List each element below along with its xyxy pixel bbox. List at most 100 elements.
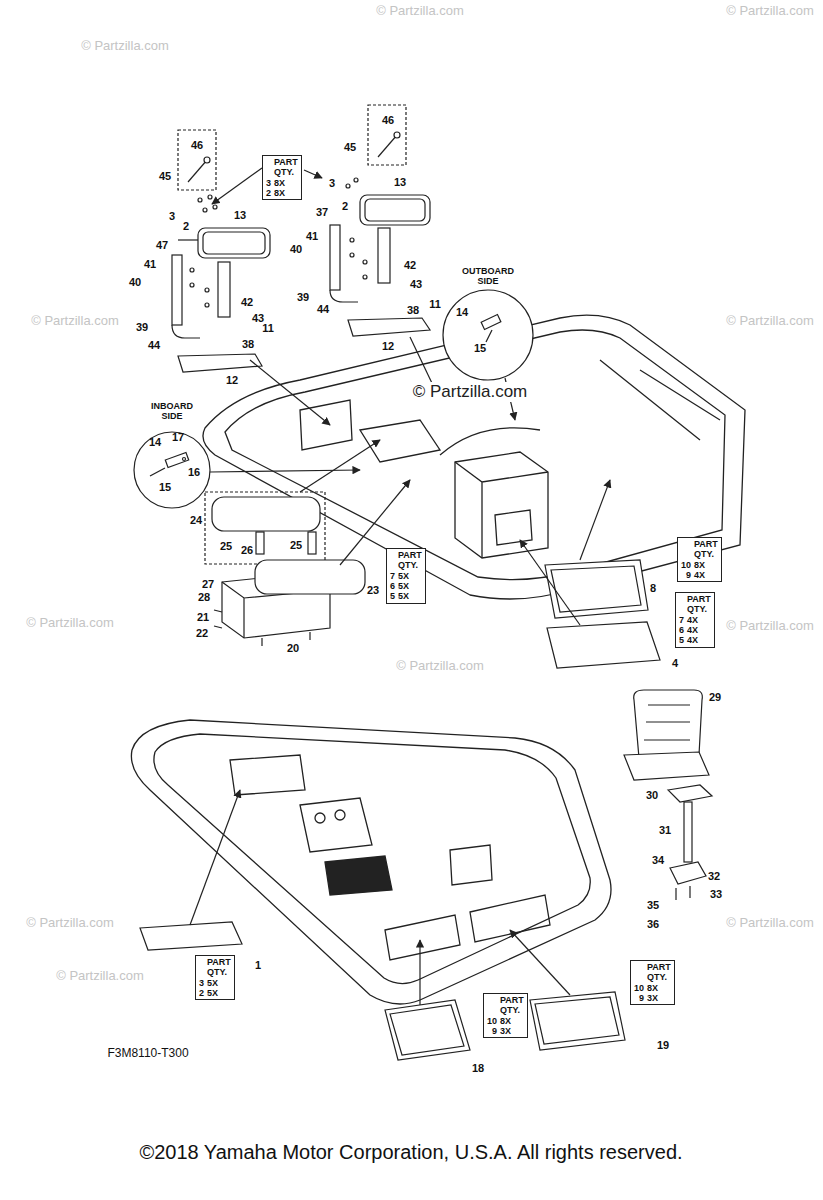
- detail-circles-part: [165, 452, 188, 467]
- seat-frame-left-part: [203, 232, 265, 254]
- helm-chair-part: [668, 785, 712, 802]
- seat-frame-left-part: [172, 325, 200, 338]
- label-anchor: 13: [234, 209, 246, 221]
- watermark: © Partzilla.com: [396, 658, 484, 673]
- callout-number: 30: [646, 789, 658, 801]
- callout-number: 4: [672, 657, 678, 669]
- seat-frame-right-part: [330, 225, 340, 290]
- part-number: 9: [487, 1026, 497, 1036]
- table-heading: PART QTY.: [647, 962, 671, 983]
- seat-frame-right-part: [378, 228, 390, 283]
- callout-number: 42: [241, 296, 253, 308]
- lower-cushions-part: [190, 790, 240, 925]
- quantity: 8X: [274, 188, 298, 198]
- lower-cushions-part: [530, 992, 625, 1050]
- helm-chair: [624, 690, 712, 900]
- callout-number: 37: [316, 206, 328, 218]
- part-number: 10: [681, 560, 691, 570]
- label-anchor: 47: [156, 239, 168, 251]
- callout-number: 13: [234, 209, 246, 221]
- seat-frame-left-part: [203, 208, 207, 212]
- callout-number: 12: [226, 374, 238, 386]
- seat-frame-right-part: [368, 105, 406, 165]
- bench-seat-part: [255, 560, 365, 594]
- lower-cushions-part: [390, 1005, 464, 1055]
- label-anchor: 32: [708, 870, 720, 882]
- callout-number: 11: [429, 298, 441, 310]
- callout-number: 45: [344, 141, 356, 153]
- table-heading: PART QTY.: [207, 957, 231, 978]
- lower-hull-part: [315, 813, 325, 823]
- part-number: 5: [390, 591, 395, 601]
- detail-circles-part: [150, 468, 165, 476]
- label-anchor: © Partzilla.com: [726, 3, 814, 18]
- part-qty-table: PART QTY.75X65X55X: [386, 548, 426, 604]
- lower-hull-part: [470, 895, 550, 942]
- callout-number: 17: [172, 431, 184, 443]
- label-anchor: 25: [290, 539, 302, 551]
- seat-frame-left-part: [178, 239, 198, 240]
- lower-hull-part: [300, 798, 372, 852]
- callout-number: 25: [220, 540, 232, 552]
- quantity: 4X: [687, 625, 711, 635]
- label-anchor: 34: [652, 854, 664, 866]
- label-anchor: 39: [136, 321, 148, 333]
- label-anchor: © Partzilla.com: [376, 3, 464, 18]
- label-anchor: 8: [650, 582, 656, 594]
- quantity: 5X: [398, 591, 422, 601]
- label-anchor: 1: [255, 959, 261, 971]
- watermark: © Partzilla.com: [726, 313, 814, 328]
- seat-frame-left-part: [178, 354, 262, 372]
- callout-number: 38: [407, 304, 419, 316]
- table-heading: PART QTY.: [274, 157, 298, 178]
- callout-number: 24: [190, 514, 202, 526]
- seat-frame-left-part: [205, 303, 209, 307]
- seat-frame-left-part: [190, 268, 194, 272]
- lower-cushions: [140, 790, 625, 1060]
- lower-hull-part: [450, 845, 492, 885]
- label-anchor: ©2018 Yamaha Motor Corporation, U.S.A. A…: [139, 1141, 682, 1164]
- seat-frame-left-part: [190, 283, 194, 287]
- cushions-part: [520, 540, 580, 625]
- callout-number: 14: [149, 436, 161, 448]
- seat-frame-left-part: [218, 262, 230, 317]
- callout-number: 36: [647, 918, 659, 930]
- lower-cushions-part: [385, 1000, 470, 1060]
- label-anchor: 43: [410, 278, 422, 290]
- seat-frame-left-part: [188, 160, 207, 182]
- seat-frame-left-part: [198, 228, 270, 258]
- callout-number: 21: [197, 611, 209, 623]
- label-anchor: © Partzilla.com: [726, 915, 814, 930]
- callout-number: 44: [317, 303, 329, 315]
- watermark: © Partzilla.com: [56, 968, 144, 983]
- quantity: 3X: [647, 993, 671, 1003]
- watermark: © Partzilla.com: [26, 915, 114, 930]
- cushions: [520, 480, 660, 668]
- callout-number: 33: [710, 888, 722, 900]
- helm-chair-part: [670, 862, 706, 884]
- label-anchor: 38: [407, 304, 419, 316]
- callout-number: 31: [659, 824, 671, 836]
- part-number: 9: [681, 570, 691, 580]
- part-number: 7: [679, 615, 684, 625]
- label-anchor: 31: [659, 824, 671, 836]
- callout-number: 19: [657, 1039, 669, 1051]
- callout-number: 26: [241, 544, 253, 556]
- label-anchor: 12: [226, 374, 238, 386]
- callout-number: 22: [196, 627, 208, 639]
- part-qty-table: PART QTY.108X93X: [483, 993, 528, 1038]
- label-anchor: 27: [202, 578, 214, 590]
- label-anchor: F3M8110-T300: [107, 1046, 188, 1060]
- watermark: © Partzilla.com: [411, 382, 530, 402]
- bench-seat-part: [262, 632, 310, 646]
- callout-number: 3: [169, 210, 175, 222]
- watermark: © Partzilla.com: [31, 313, 119, 328]
- label-anchor: © Partzilla.com: [31, 313, 119, 328]
- seat-frame-right-part: [330, 290, 358, 302]
- seat-frame-right-part: [354, 178, 358, 182]
- seat-frame-right: [330, 105, 440, 400]
- lower-cushions-part: [510, 930, 570, 995]
- label-anchor: 23: [367, 584, 379, 596]
- part-qty-table: PART QTY.108X93X: [630, 960, 675, 1005]
- label-anchor: © Partzilla.com: [726, 618, 814, 633]
